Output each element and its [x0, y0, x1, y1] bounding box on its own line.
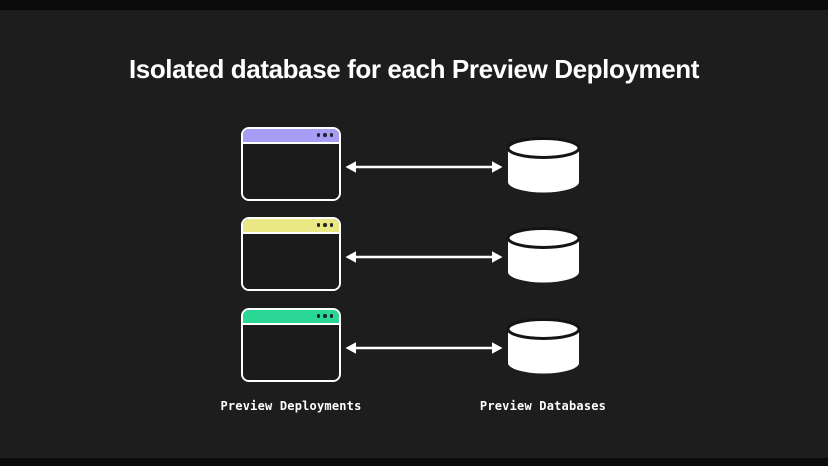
window-titlebar: [243, 218, 339, 234]
window-body: [243, 324, 339, 380]
window-dot-icon: [323, 133, 327, 137]
browser-window-icon: [241, 126, 341, 201]
window-dot-icon: [323, 223, 327, 227]
window-dot-icon: [316, 133, 320, 137]
window-dot-icon: [329, 223, 333, 227]
window-dot-icon: [329, 314, 333, 318]
diagram-row-3: [241, 307, 581, 382]
slide-title: Isolated database for each Preview Deplo…: [128, 54, 700, 84]
diagram-row-2: [241, 216, 581, 291]
window-dot-icon: [316, 314, 320, 318]
bidirectional-arrow-icon: [345, 341, 503, 354]
bidirectional-arrow-icon: [345, 160, 503, 173]
browser-window-icon: [241, 216, 341, 291]
letterbox-bottom-bar: [0, 458, 828, 466]
window-dot-icon: [329, 133, 333, 137]
window-body: [243, 143, 339, 199]
browser-window-icon: [241, 307, 341, 382]
right-column-label: Preview Databases: [479, 399, 607, 413]
letterbox-top-bar: [0, 0, 828, 10]
diagram-row-1: [241, 126, 581, 201]
database-cylinder-icon: [506, 318, 581, 374]
bidirectional-arrow-icon: [345, 250, 503, 263]
window-titlebar: [243, 128, 339, 144]
database-cylinder-icon: [506, 137, 581, 193]
window-body: [243, 233, 339, 289]
left-column-label: Preview Deployments: [220, 399, 362, 413]
database-cylinder-icon: [506, 227, 581, 283]
window-dot-icon: [323, 314, 327, 318]
window-dot-icon: [316, 223, 320, 227]
window-titlebar: [243, 309, 339, 325]
